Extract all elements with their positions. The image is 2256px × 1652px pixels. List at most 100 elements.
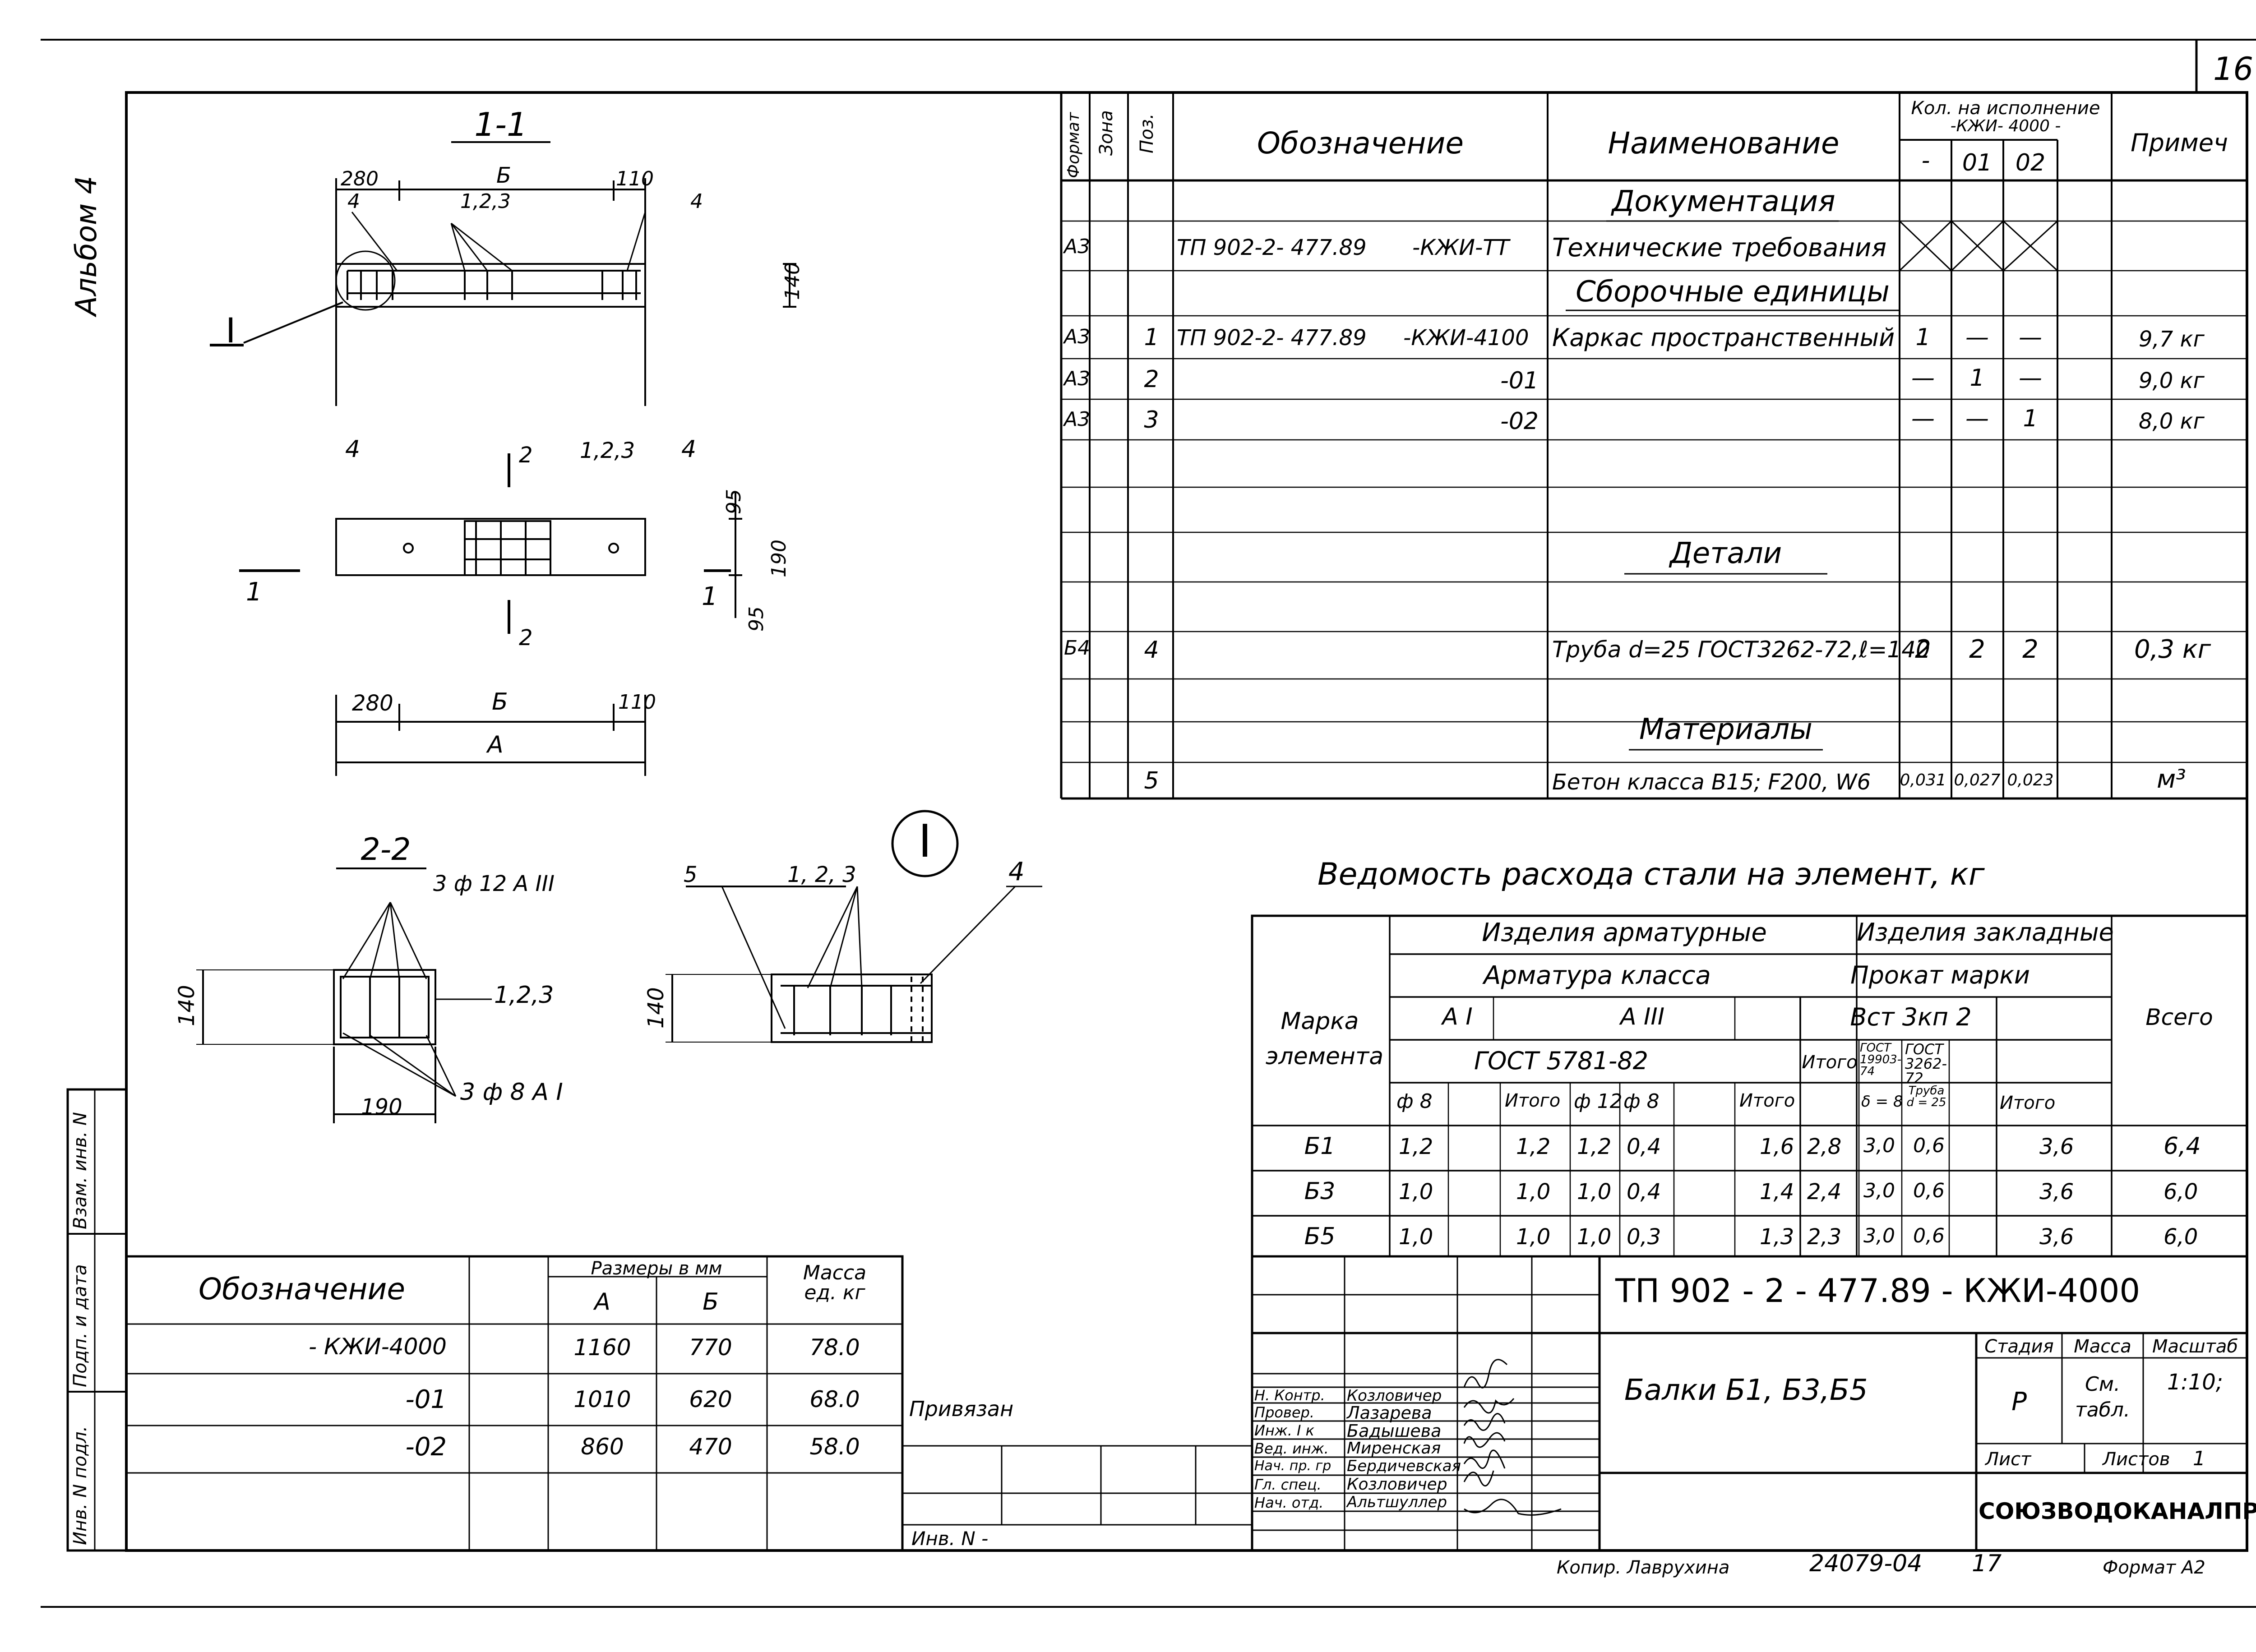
steel-total: 6,0 [2164, 1224, 2198, 1250]
steel-h-itogo1: Итого [1505, 1090, 1561, 1111]
spec-row-code: -02 [1500, 408, 1539, 435]
stamp-role: Инж. I к [1254, 1422, 1314, 1439]
spec-row-name: Технические требования [1552, 233, 1887, 263]
spec-row-pos: 3 [1144, 406, 1159, 434]
sizes-b: 470 [689, 1434, 732, 1460]
spec-row-q2: — [2019, 324, 2042, 351]
footer-number: 24079-04 [1809, 1550, 1923, 1577]
node-i-label: I [918, 815, 932, 868]
spec-row-name: Каркас пространственный [1552, 323, 1895, 352]
steel-mark: Б1 [1304, 1133, 1336, 1160]
steel-h-itogo2: Итого [1739, 1090, 1795, 1111]
stamp-sheets-h: Листов [2103, 1449, 2170, 1470]
node-ref-label: I [226, 310, 236, 351]
spec-row-des: ТП 902-2- 477.89 [1177, 235, 1367, 260]
sizes-des: - КЖИ-4000 [309, 1334, 447, 1360]
stamp-stage: Р [2011, 1387, 2027, 1417]
dim-95: 95 [722, 489, 745, 514]
steel-h-gost2: ГОСТ 3262-72 [1905, 1041, 1947, 1087]
spec-row-fmt: А3 [1064, 367, 1091, 390]
sizes-des: -01 [405, 1385, 447, 1414]
spec-row-des: ТП 902-2- 477.89 [1177, 325, 1367, 351]
stamp-stage-h: Стадия [1984, 1336, 2054, 1357]
stamp-role: Нач. пр. гр [1254, 1458, 1331, 1474]
dim-190: 190 [767, 540, 791, 577]
dim-190: 190 [361, 1094, 402, 1120]
spec-row-code: -КЖИ-4100 [1403, 325, 1529, 351]
steel-it2: 1,3 [1760, 1224, 1794, 1250]
rebar-bottom-label: 3 ф 8 А I [460, 1079, 563, 1106]
spec-h-v1: 01 [1962, 149, 1992, 176]
steel-mark: Б5 [1304, 1223, 1336, 1250]
spec-h-format: Формат [1064, 112, 1083, 178]
sizes-m: 58.0 [809, 1434, 860, 1460]
dim-b: Б [492, 688, 508, 715]
steel-it1: 1,0 [1516, 1224, 1551, 1250]
stamp-role: Провер. [1254, 1404, 1314, 1421]
dim-140: 140 [174, 985, 199, 1026]
spec-row-q1: 0,027 [1954, 771, 2001, 789]
steel-h-mark: Марка элемента [1266, 1008, 1384, 1070]
spec-row-q1: — [1965, 324, 1989, 351]
cut-1-left: 1 [246, 577, 262, 607]
steel-a1: 1,0 [1399, 1179, 1433, 1204]
steel-it1: 1,0 [1516, 1179, 1551, 1204]
steel-h-aiii: А III [1620, 1003, 1665, 1030]
dim-4: 4 [347, 190, 360, 213]
dim-4: 4 [1008, 857, 1025, 886]
steel-d8: 3,0 [1863, 1134, 1895, 1157]
stamp-person: Бердичевская [1347, 1457, 1461, 1475]
cut-2-bottom: 2 [519, 625, 533, 651]
steel-h-itogo4: Итого [2000, 1093, 2056, 1113]
spec-row-note: м³ [2157, 765, 2186, 794]
steel-h-f8b: ф 8 [1623, 1090, 1660, 1113]
spec-row-pos: 4 [1144, 637, 1159, 664]
stamp-role: Вед. инж. [1254, 1440, 1329, 1457]
sizes-h-b: Б [703, 1288, 719, 1315]
stamp-person: Лазарева [1347, 1403, 1432, 1423]
sizes-m: 78.0 [809, 1334, 860, 1361]
spec-row-q0: 1 [1915, 324, 1931, 351]
steel-pipe: 0,6 [1913, 1134, 1945, 1157]
stamp-person: Козловичер [1347, 1387, 1442, 1405]
steel-it3: 2,8 [1807, 1134, 1842, 1159]
steel-h-emb: Изделия закладные [1857, 918, 2114, 946]
spec-row-q0: — [1911, 365, 1935, 392]
spec-row-q0: 0,031 [1900, 771, 1946, 789]
stamp-person: Альтшуллер [1347, 1493, 1447, 1511]
stamp-person: Бадышева [1347, 1421, 1442, 1441]
steel-it4: 3,6 [2039, 1179, 2074, 1204]
dim-4: 4 [690, 190, 703, 213]
steel-f12: 1,0 [1577, 1224, 1612, 1250]
footer-format: Формат А2 [2103, 1557, 2205, 1578]
stamp-role: Гл. спец. [1254, 1476, 1322, 1493]
spec-row-note: 0,3 кг [2134, 635, 2211, 664]
dim-123: 1,2,3 [460, 190, 511, 213]
stamp-sheet-h: Лист [1985, 1449, 2031, 1470]
steel-it1: 1,2 [1516, 1134, 1551, 1159]
dim-140: 140 [643, 987, 669, 1029]
spec-row-code: -01 [1500, 367, 1539, 394]
stamp-mass: См. табл. [2075, 1373, 2130, 1422]
dim-2: 2 [519, 443, 533, 468]
side-inv-podl: Инв. N подл. [70, 1426, 91, 1545]
steel-h-vst: Вст 3кп 2 [1850, 1003, 1972, 1031]
spec-row-q2: 2 [2022, 635, 2039, 664]
album-label: Альбом 4 [70, 175, 103, 316]
dim-110: 110 [616, 167, 654, 190]
steel-f8: 0,4 [1627, 1179, 1661, 1204]
spec-row-q1: 1 [1969, 365, 1985, 392]
spec-h-zone: Зона [1096, 110, 1117, 156]
spec-row-q2: 1 [2023, 405, 2038, 432]
spec-row-q0: 2 [1915, 635, 1931, 664]
dim-4: 4 [345, 436, 361, 463]
steel-a1: 1,0 [1399, 1224, 1433, 1250]
dim-123b: 1, 2, 3 [787, 862, 856, 887]
spec-row-q1: 2 [1969, 635, 1985, 664]
steel-h-class: Арматура класса [1484, 961, 1711, 990]
steel-h-delta: δ = 8 [1861, 1093, 1903, 1111]
section-2-2-label: 2-2 [361, 832, 411, 868]
spec-row-fmt: А3 [1064, 235, 1091, 258]
steel-it2: 1,4 [1760, 1179, 1794, 1204]
